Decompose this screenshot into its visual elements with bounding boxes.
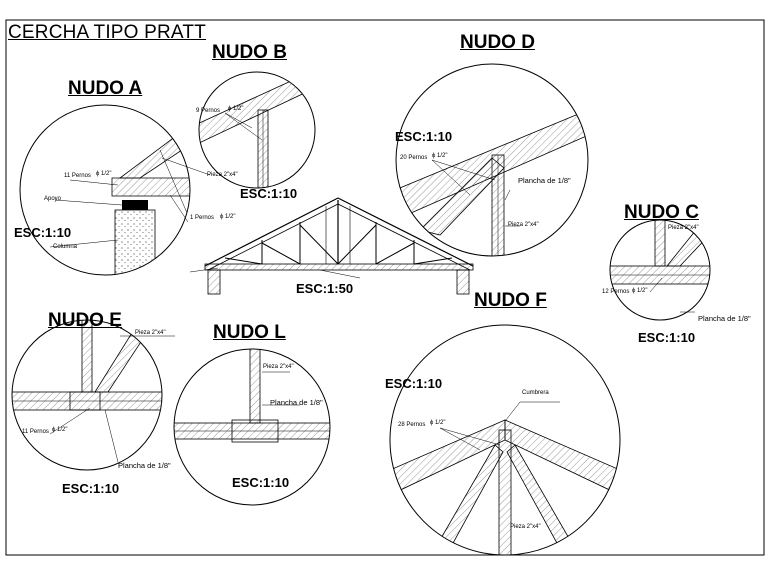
truss-scale: ESC:1:50 [296, 281, 354, 296]
nudo-b-scale: ESC:1:10 [240, 186, 298, 201]
nudo-d-plate: Plancha de 1/8" [518, 176, 571, 185]
nudo-c-title: NUDO C [624, 202, 699, 223]
nudo-d-piece: Pieza 2"x4" [508, 222, 539, 228]
nudo-c-plate: Plancha de 1/8" [698, 314, 751, 323]
nudo-b-title: NUDO B [212, 42, 287, 63]
nudo-e-title: NUDO E [48, 310, 122, 331]
nudo-f-ridge: Cumbrera [522, 390, 549, 396]
nudo-l-piece: Pieza 2"x4" [263, 364, 294, 370]
nudo-l-plate: Plancha de 1/8" [270, 398, 323, 407]
nudo-f-title: NUDO F [474, 290, 547, 311]
nudo-a-dia1: ϕ 1/2" [220, 214, 236, 220]
nudo-a-bolt1: 1 Pernos [190, 215, 215, 221]
nudo-d-bolts: 20 Pernos [400, 155, 428, 161]
nudo-b-bolts: 9 Pernos [196, 108, 221, 114]
nudo-a-piece: Pieza 2"x4" [207, 172, 238, 178]
nudo-d-scale: ESC:1:10 [395, 129, 453, 144]
nudo-a-diameter: ϕ 1/2" [96, 171, 112, 177]
nudo-c-diameter: ϕ 1/2" [632, 288, 648, 294]
nudo-e-scale: ESC:1:10 [62, 481, 120, 496]
nudo-a-scale: ESC:1:10 [14, 225, 72, 240]
nudo-d-title: NUDO D [460, 32, 535, 53]
nudo-e-plate: Plancha de 1/8" [118, 461, 171, 470]
nudo-a-bolts: 11 Pernos [64, 173, 91, 179]
detail-nudo-e [11, 319, 175, 471]
detail-nudo-f [389, 324, 621, 556]
nudo-c-piece: Pieza 2"x4" [668, 225, 699, 231]
nudo-a-column: Columna [53, 244, 78, 250]
drawing-title: CERCHA TIPO PRATT [8, 22, 207, 43]
detail-nudo-b [198, 71, 316, 189]
nudo-d-diameter: ϕ 1/2" [432, 153, 448, 159]
nudo-f-piece: Pieza 2"x4" [510, 524, 541, 530]
nudo-f-scale: ESC:1:10 [385, 376, 443, 391]
nudo-f-diameter: ϕ 1/2" [430, 420, 446, 426]
detail-nudo-d [395, 63, 589, 257]
nudo-e-diameter: ϕ 1/2" [52, 427, 68, 433]
nudo-e-bolts: 11 Pernos [22, 429, 49, 435]
nudo-b-diameter: ϕ 1/2" [228, 106, 244, 112]
nudo-a-title: NUDO A [68, 78, 143, 99]
nudo-c-bolts: 12 Pernos [602, 289, 630, 295]
detail-nudo-c [609, 219, 711, 321]
nudo-l-scale: ESC:1:10 [232, 475, 290, 490]
nudo-e-piece: Pieza 2"x4" [135, 330, 166, 336]
truss-elevation [189, 197, 474, 295]
nudo-l-title: NUDO L [213, 322, 286, 343]
nudo-a-support: Apoyo [44, 196, 62, 202]
nudo-c-scale: ESC:1:10 [638, 330, 696, 345]
detail-nudo-l [173, 348, 331, 506]
nudo-f-bolts: 28 Pernos [398, 422, 426, 428]
sheet-border [5, 19, 765, 556]
